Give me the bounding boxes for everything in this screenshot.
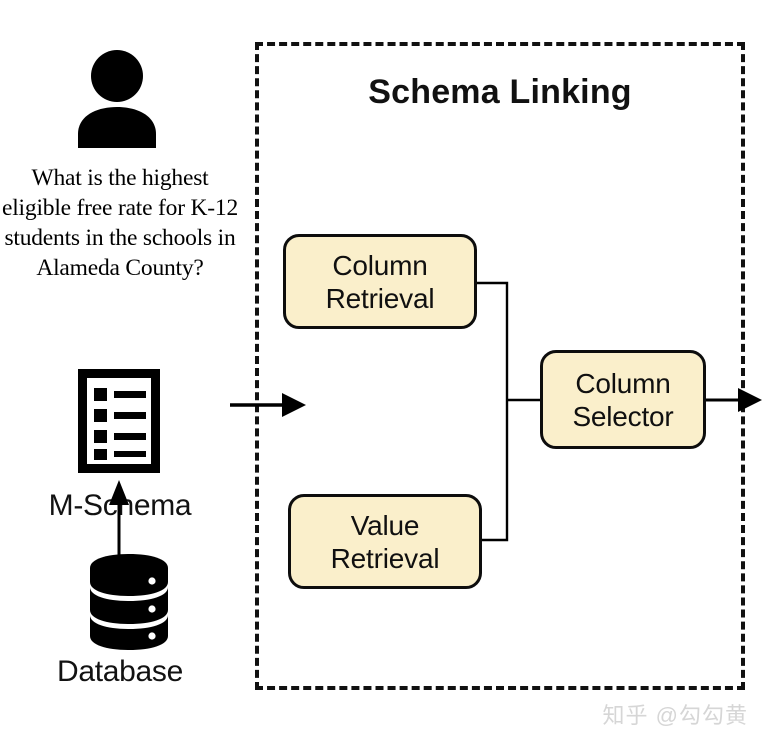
box-column-retrieval-line1: Column: [332, 249, 428, 281]
panel-title: Schema Linking: [368, 73, 632, 111]
box-column-selector-line2: Selector: [572, 400, 674, 432]
person-icon: [76, 50, 158, 148]
database-cylinder-icon: [84, 554, 174, 650]
box-value-retrieval-line2: Retrieval: [330, 542, 440, 574]
box-column-retrieval[interactable]: Column Retrieval: [283, 234, 477, 329]
user-question-text: What is the highest eligible free rate f…: [2, 165, 239, 281]
box-column-selector-line1: Column: [575, 367, 671, 399]
input-column: What is the highest eligible free rate f…: [0, 0, 240, 738]
database-label: Database: [56, 655, 184, 688]
box-value-retrieval[interactable]: Value Retrieval: [288, 494, 482, 589]
box-column-selector[interactable]: Column Selector: [540, 350, 706, 449]
document-list-icon: [78, 369, 160, 473]
box-column-retrieval-line2: Retrieval: [325, 282, 435, 314]
box-value-retrieval-line1: Value: [350, 509, 420, 541]
watermark: 知乎 @勾勾黄: [602, 703, 748, 728]
database-to-schema-arrow: [96, 478, 142, 564]
schema-linking-panel: [255, 42, 745, 690]
